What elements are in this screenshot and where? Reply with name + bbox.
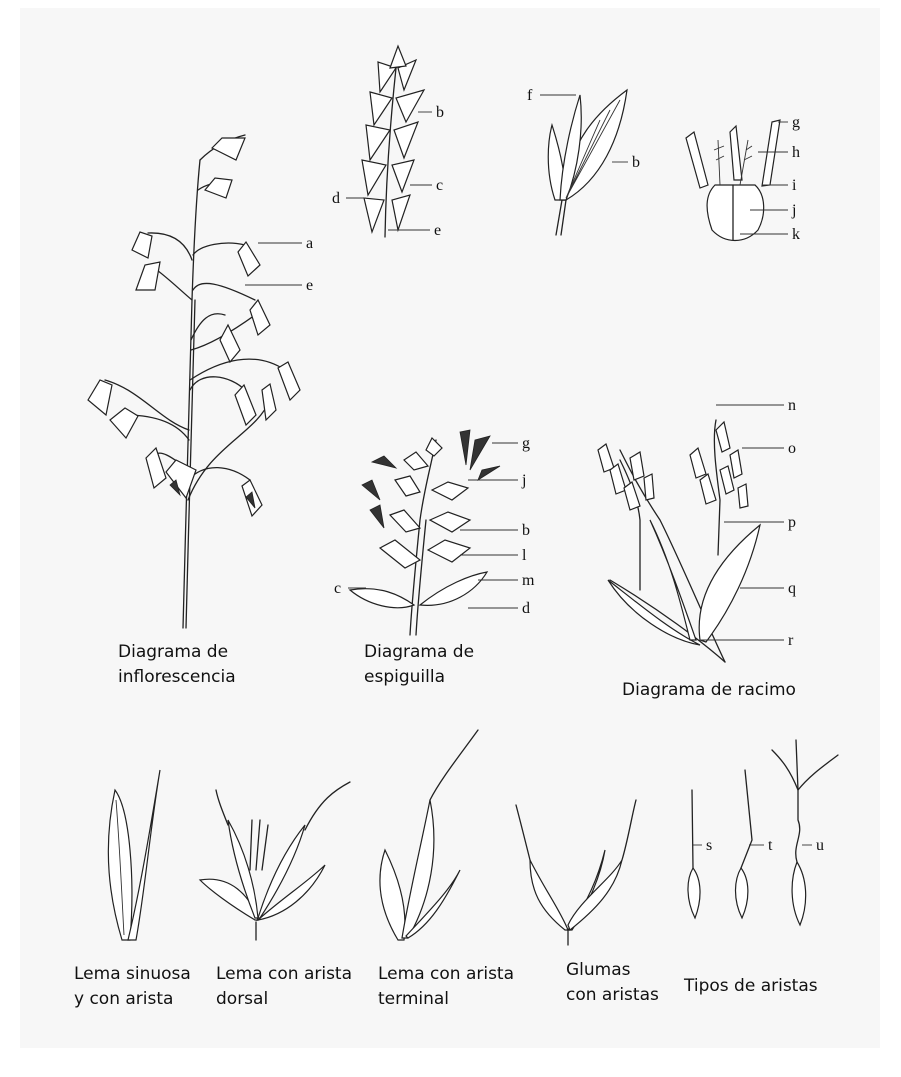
label-awn-u: u [816, 837, 824, 854]
label-raceme-o: o [788, 440, 796, 457]
label-spikelet-m: m [522, 572, 535, 589]
caption-line: con aristas [566, 983, 659, 1008]
label-raceme-q: q [788, 580, 796, 597]
label-inflorescence-a: a [306, 235, 313, 252]
label-inflorescence-e: e [306, 277, 313, 294]
label-spikelet-g: g [522, 435, 530, 452]
lemma-dorsal-drawing [200, 782, 350, 940]
label-flower-h: h [792, 144, 800, 161]
caption-lemma-dorsal: Lema con arista dorsal [216, 962, 352, 1012]
awn-types-drawing [688, 740, 838, 925]
label-spikelet-b: b [522, 522, 530, 539]
caption-spikelet: Diagrama de espiguilla [364, 640, 474, 690]
label-spike-b: b [436, 104, 444, 121]
caption-lemma-sinuous: Lema sinuosa y con arista [74, 962, 191, 1012]
caption-raceme: Diagrama de racimo [622, 678, 796, 703]
label-flower-g: g [792, 114, 800, 131]
caption-glumes: Glumas con aristas [566, 958, 659, 1008]
label-flower-k: k [792, 226, 800, 243]
caption-line: dorsal [216, 987, 352, 1012]
label-spike-e: e [434, 222, 441, 239]
caption-line: y con arista [74, 987, 191, 1012]
label-spike-c: c [436, 177, 443, 194]
lemma-sinuous-drawing [108, 770, 160, 940]
label-awn-s: s [706, 837, 712, 854]
label-floret-b: b [632, 154, 640, 171]
label-floret-f: f [527, 87, 533, 104]
label-spike-d: d [332, 190, 340, 207]
label-spikelet-j: j [521, 472, 526, 489]
spikelet-drawing [350, 430, 500, 635]
label-spikelet-c: c [334, 580, 341, 597]
caption-line: Diagrama de [118, 640, 236, 665]
label-raceme-p: p [788, 514, 796, 531]
label-flower-i: i [792, 177, 797, 194]
caption-line: inflorescencia [118, 665, 236, 690]
caption-line: Lema con arista [216, 962, 352, 987]
raceme-drawing [598, 420, 760, 662]
spike-drawing [362, 46, 424, 237]
caption-inflorescence: Diagrama de inflorescencia [118, 640, 236, 690]
label-spikelet-d: d [522, 600, 530, 617]
caption-awn-types: Tipos de aristas [684, 974, 818, 999]
caption-line: espiguilla [364, 665, 474, 690]
label-awn-t: t [768, 837, 773, 854]
caption-lemma-terminal: Lema con arista terminal [378, 962, 514, 1012]
label-raceme-r: r [788, 632, 794, 649]
caption-line: Lema sinuosa [74, 962, 191, 987]
caption-line: Glumas [566, 958, 659, 983]
label-flower-j: j [791, 202, 796, 219]
label-spikelet-l: l [522, 547, 527, 564]
lemma-terminal-drawing [380, 730, 478, 940]
flower-drawing [686, 120, 780, 241]
label-raceme-n: n [788, 397, 796, 414]
floret-drawing [548, 90, 627, 235]
glumes-drawing [516, 800, 636, 945]
caption-line: Lema con arista [378, 962, 514, 987]
caption-line: terminal [378, 987, 514, 1012]
inflorescence-drawing [88, 135, 300, 628]
caption-line: Diagrama de [364, 640, 474, 665]
